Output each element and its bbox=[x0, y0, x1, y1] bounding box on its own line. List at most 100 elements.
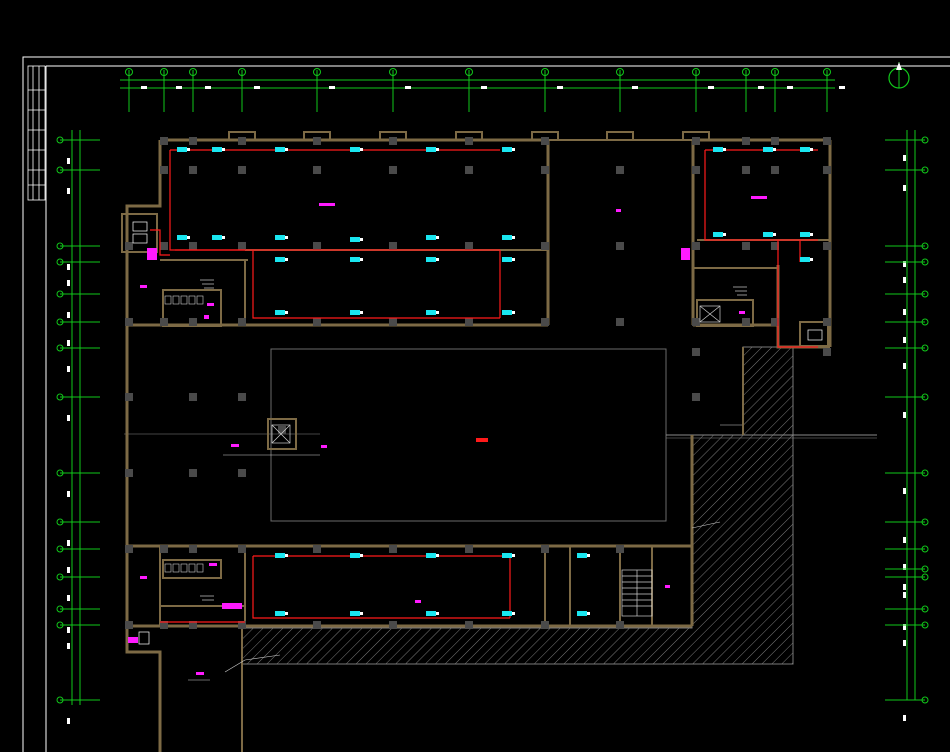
column bbox=[278, 426, 286, 434]
fan-coil-unit bbox=[502, 553, 512, 558]
dim-text bbox=[67, 643, 70, 649]
unit-tag bbox=[187, 236, 190, 239]
unit-tag bbox=[285, 554, 288, 557]
fan-coil-unit bbox=[426, 257, 436, 262]
grid-bubble bbox=[56, 166, 64, 174]
column bbox=[465, 166, 473, 174]
column bbox=[389, 166, 397, 174]
courtyard-outline bbox=[270, 348, 667, 522]
column bbox=[616, 318, 624, 326]
grid-bubble bbox=[465, 68, 473, 76]
grid-bubble bbox=[823, 68, 831, 76]
grid-bubble bbox=[541, 68, 549, 76]
dim-text bbox=[67, 540, 70, 546]
fan-coil-unit bbox=[763, 232, 773, 237]
grid-bubble bbox=[125, 68, 133, 76]
unit-tag bbox=[360, 148, 363, 151]
column bbox=[313, 166, 321, 174]
column bbox=[823, 318, 831, 326]
column bbox=[692, 318, 700, 326]
column bbox=[742, 166, 750, 174]
column bbox=[692, 166, 700, 174]
marker-red bbox=[476, 438, 488, 442]
column bbox=[771, 242, 779, 250]
grid-bubble bbox=[921, 290, 929, 298]
unit-tag bbox=[723, 148, 726, 151]
grid-bubble bbox=[189, 68, 197, 76]
dim-text bbox=[67, 415, 70, 421]
column bbox=[189, 621, 197, 629]
dim-text bbox=[903, 261, 906, 267]
unit-tag bbox=[360, 238, 363, 241]
column bbox=[389, 242, 397, 250]
dim-text bbox=[67, 312, 70, 318]
dim-text bbox=[903, 584, 906, 590]
dim-text bbox=[481, 86, 487, 89]
dim-text bbox=[903, 277, 906, 283]
fan-coil-unit bbox=[275, 611, 285, 616]
column bbox=[742, 242, 750, 250]
grid-bubble bbox=[238, 68, 246, 76]
column bbox=[692, 137, 700, 145]
column bbox=[160, 242, 168, 250]
fan-coil-unit bbox=[275, 147, 285, 152]
column bbox=[189, 469, 197, 477]
fan-coil-unit bbox=[350, 237, 360, 242]
column bbox=[541, 166, 549, 174]
fan-coil-unit bbox=[275, 553, 285, 558]
grid-bubble bbox=[56, 290, 64, 298]
unit-tag bbox=[436, 311, 439, 314]
unit-tag bbox=[773, 148, 776, 151]
column bbox=[692, 393, 700, 401]
grid-bubble bbox=[56, 545, 64, 553]
unit-tag bbox=[436, 554, 439, 557]
unit-tag bbox=[587, 612, 590, 615]
grid-bubble bbox=[921, 696, 929, 704]
fan-coil-unit bbox=[577, 553, 587, 558]
equipment-tags bbox=[128, 196, 767, 675]
unit-tag bbox=[285, 311, 288, 314]
fixture bbox=[196, 563, 204, 573]
fan-coil-unit bbox=[502, 147, 512, 152]
column bbox=[616, 545, 624, 553]
column bbox=[465, 621, 473, 629]
fan-coil-unit bbox=[177, 147, 187, 152]
grid-bubble bbox=[56, 344, 64, 352]
column bbox=[238, 621, 246, 629]
fan-coil-unit bbox=[350, 147, 360, 152]
title-block bbox=[27, 65, 46, 201]
fan-coil-unit bbox=[426, 147, 436, 152]
grid-bubble bbox=[921, 518, 929, 526]
column bbox=[541, 137, 549, 145]
unit-tag bbox=[512, 236, 515, 239]
fan-coil-unit bbox=[800, 147, 810, 152]
dim-text bbox=[329, 86, 335, 89]
column bbox=[160, 621, 168, 629]
column bbox=[541, 621, 549, 629]
column bbox=[125, 469, 133, 477]
grid-bubble bbox=[921, 621, 929, 629]
column bbox=[771, 166, 779, 174]
fan-coil-unit bbox=[212, 147, 222, 152]
dim-text bbox=[141, 86, 147, 89]
fan-coil-unit bbox=[426, 553, 436, 558]
column bbox=[189, 137, 197, 145]
dim-text bbox=[632, 86, 638, 89]
column bbox=[125, 393, 133, 401]
elevator-icon bbox=[132, 221, 823, 645]
dim-text bbox=[205, 86, 211, 89]
column bbox=[238, 545, 246, 553]
leader-lines bbox=[188, 424, 742, 681]
fan-coil-unit bbox=[502, 611, 512, 616]
column bbox=[616, 621, 624, 629]
unit-tag bbox=[360, 612, 363, 615]
dim-text bbox=[903, 715, 906, 721]
column bbox=[616, 242, 624, 250]
grid-bubble bbox=[921, 545, 929, 553]
column bbox=[160, 166, 168, 174]
grid-bubble bbox=[56, 605, 64, 613]
dim-text bbox=[903, 309, 906, 315]
fan-coil-unit bbox=[350, 553, 360, 558]
column bbox=[313, 137, 321, 145]
column bbox=[125, 242, 133, 250]
